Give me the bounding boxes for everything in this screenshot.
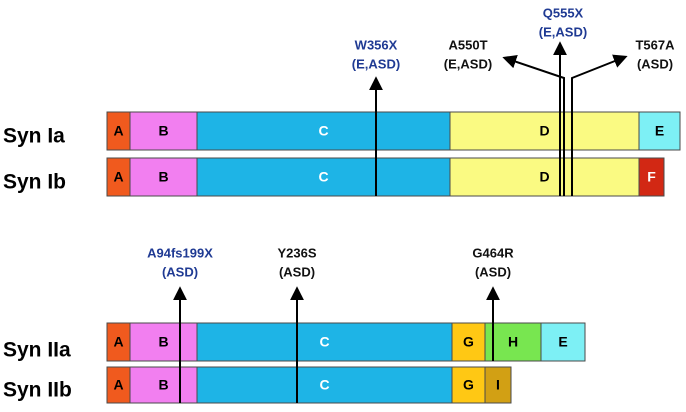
domain-c-block	[196, 111, 451, 151]
mutation-label-t567a: T567A (ASD)	[635, 38, 675, 72]
domain-b-block	[129, 111, 198, 151]
mutation-phenotype: (ASD)	[162, 265, 198, 280]
mutation-name: Q555X	[543, 6, 584, 21]
mutation-name: T567A	[635, 38, 675, 53]
mutation-name: A94fs199X	[147, 246, 213, 261]
mutation-phenotype: (ASD)	[475, 265, 511, 280]
domain-label: G	[463, 377, 474, 393]
domain-label: H	[508, 334, 518, 350]
domain-label: G	[463, 334, 474, 350]
domain-label: I	[496, 377, 500, 393]
isoform-label: Syn Ib	[3, 171, 66, 194]
domain-label: C	[318, 169, 328, 185]
mutation-phenotype: (E,ASD)	[539, 25, 587, 40]
mutation-label-q555x: Q555X (E,ASD)	[539, 6, 587, 40]
mutation-name: Y236S	[277, 246, 316, 261]
domain-label: A	[113, 169, 123, 185]
domain-label: E	[558, 334, 567, 350]
mutation-name: G464R	[472, 246, 514, 261]
domain-e-block	[540, 322, 586, 362]
domain-label: B	[158, 169, 168, 185]
domain-label: C	[319, 334, 329, 350]
mutation-label-g464r: G464R (ASD)	[472, 246, 514, 280]
mutation-label-y236s: Y236S (ASD)	[277, 246, 316, 280]
isoform-label: Syn Ia	[3, 125, 65, 148]
domain-i-block	[484, 366, 512, 404]
mutation-label-a550t: A550T (E,ASD)	[444, 38, 492, 72]
mutation-name: W356X	[355, 38, 398, 53]
domain-b-block	[129, 366, 198, 404]
domain-label: C	[318, 123, 328, 139]
mutation-label-w356x: W356X (E,ASD)	[352, 38, 400, 72]
domain-h-block	[484, 322, 542, 362]
domain-label: D	[539, 169, 549, 185]
isoform-row-syn-iib: Syn IIb A B C G I	[3, 366, 512, 404]
domain-d-block	[449, 111, 640, 151]
domain-d-block	[449, 157, 640, 197]
domain-c-block	[196, 322, 453, 362]
domain-g-block	[451, 366, 486, 404]
domain-label: B	[158, 334, 168, 350]
domain-label: A	[113, 377, 123, 393]
domain-e-block	[638, 111, 681, 151]
isoform-row-syn-ib: Syn Ib A B C D F	[3, 157, 665, 197]
mutation-label-a94fs199x: A94fs199X (ASD)	[147, 246, 213, 280]
domain-g-block	[451, 322, 486, 362]
mutation-arrow-t567a	[571, 54, 628, 196]
domain-label: A	[113, 123, 123, 139]
isoform-label: Syn IIb	[3, 379, 72, 402]
mutation-phenotype: (ASD)	[637, 57, 673, 72]
domain-label: A	[113, 334, 123, 350]
domain-label: E	[655, 123, 664, 139]
isoform-label: Syn IIa	[3, 339, 71, 362]
domain-label: B	[158, 377, 168, 393]
isoform-row-syn-iia: Syn IIa A B C G H E	[3, 322, 586, 362]
mutation-phenotype: (ASD)	[279, 265, 315, 280]
mutation-phenotype: (E,ASD)	[444, 57, 492, 72]
domain-label: C	[319, 377, 329, 393]
domain-f-block	[638, 157, 665, 197]
isoform-row-syn-ia: Syn Ia A B C D E	[3, 111, 681, 151]
mutation-name: A550T	[448, 38, 487, 53]
domain-label: D	[539, 123, 549, 139]
domain-label: B	[158, 123, 168, 139]
domain-label: F	[647, 169, 656, 185]
mutation-arrow-a550t	[502, 54, 565, 196]
domain-c-block	[196, 366, 453, 404]
mutation-phenotype: (E,ASD)	[352, 57, 400, 72]
